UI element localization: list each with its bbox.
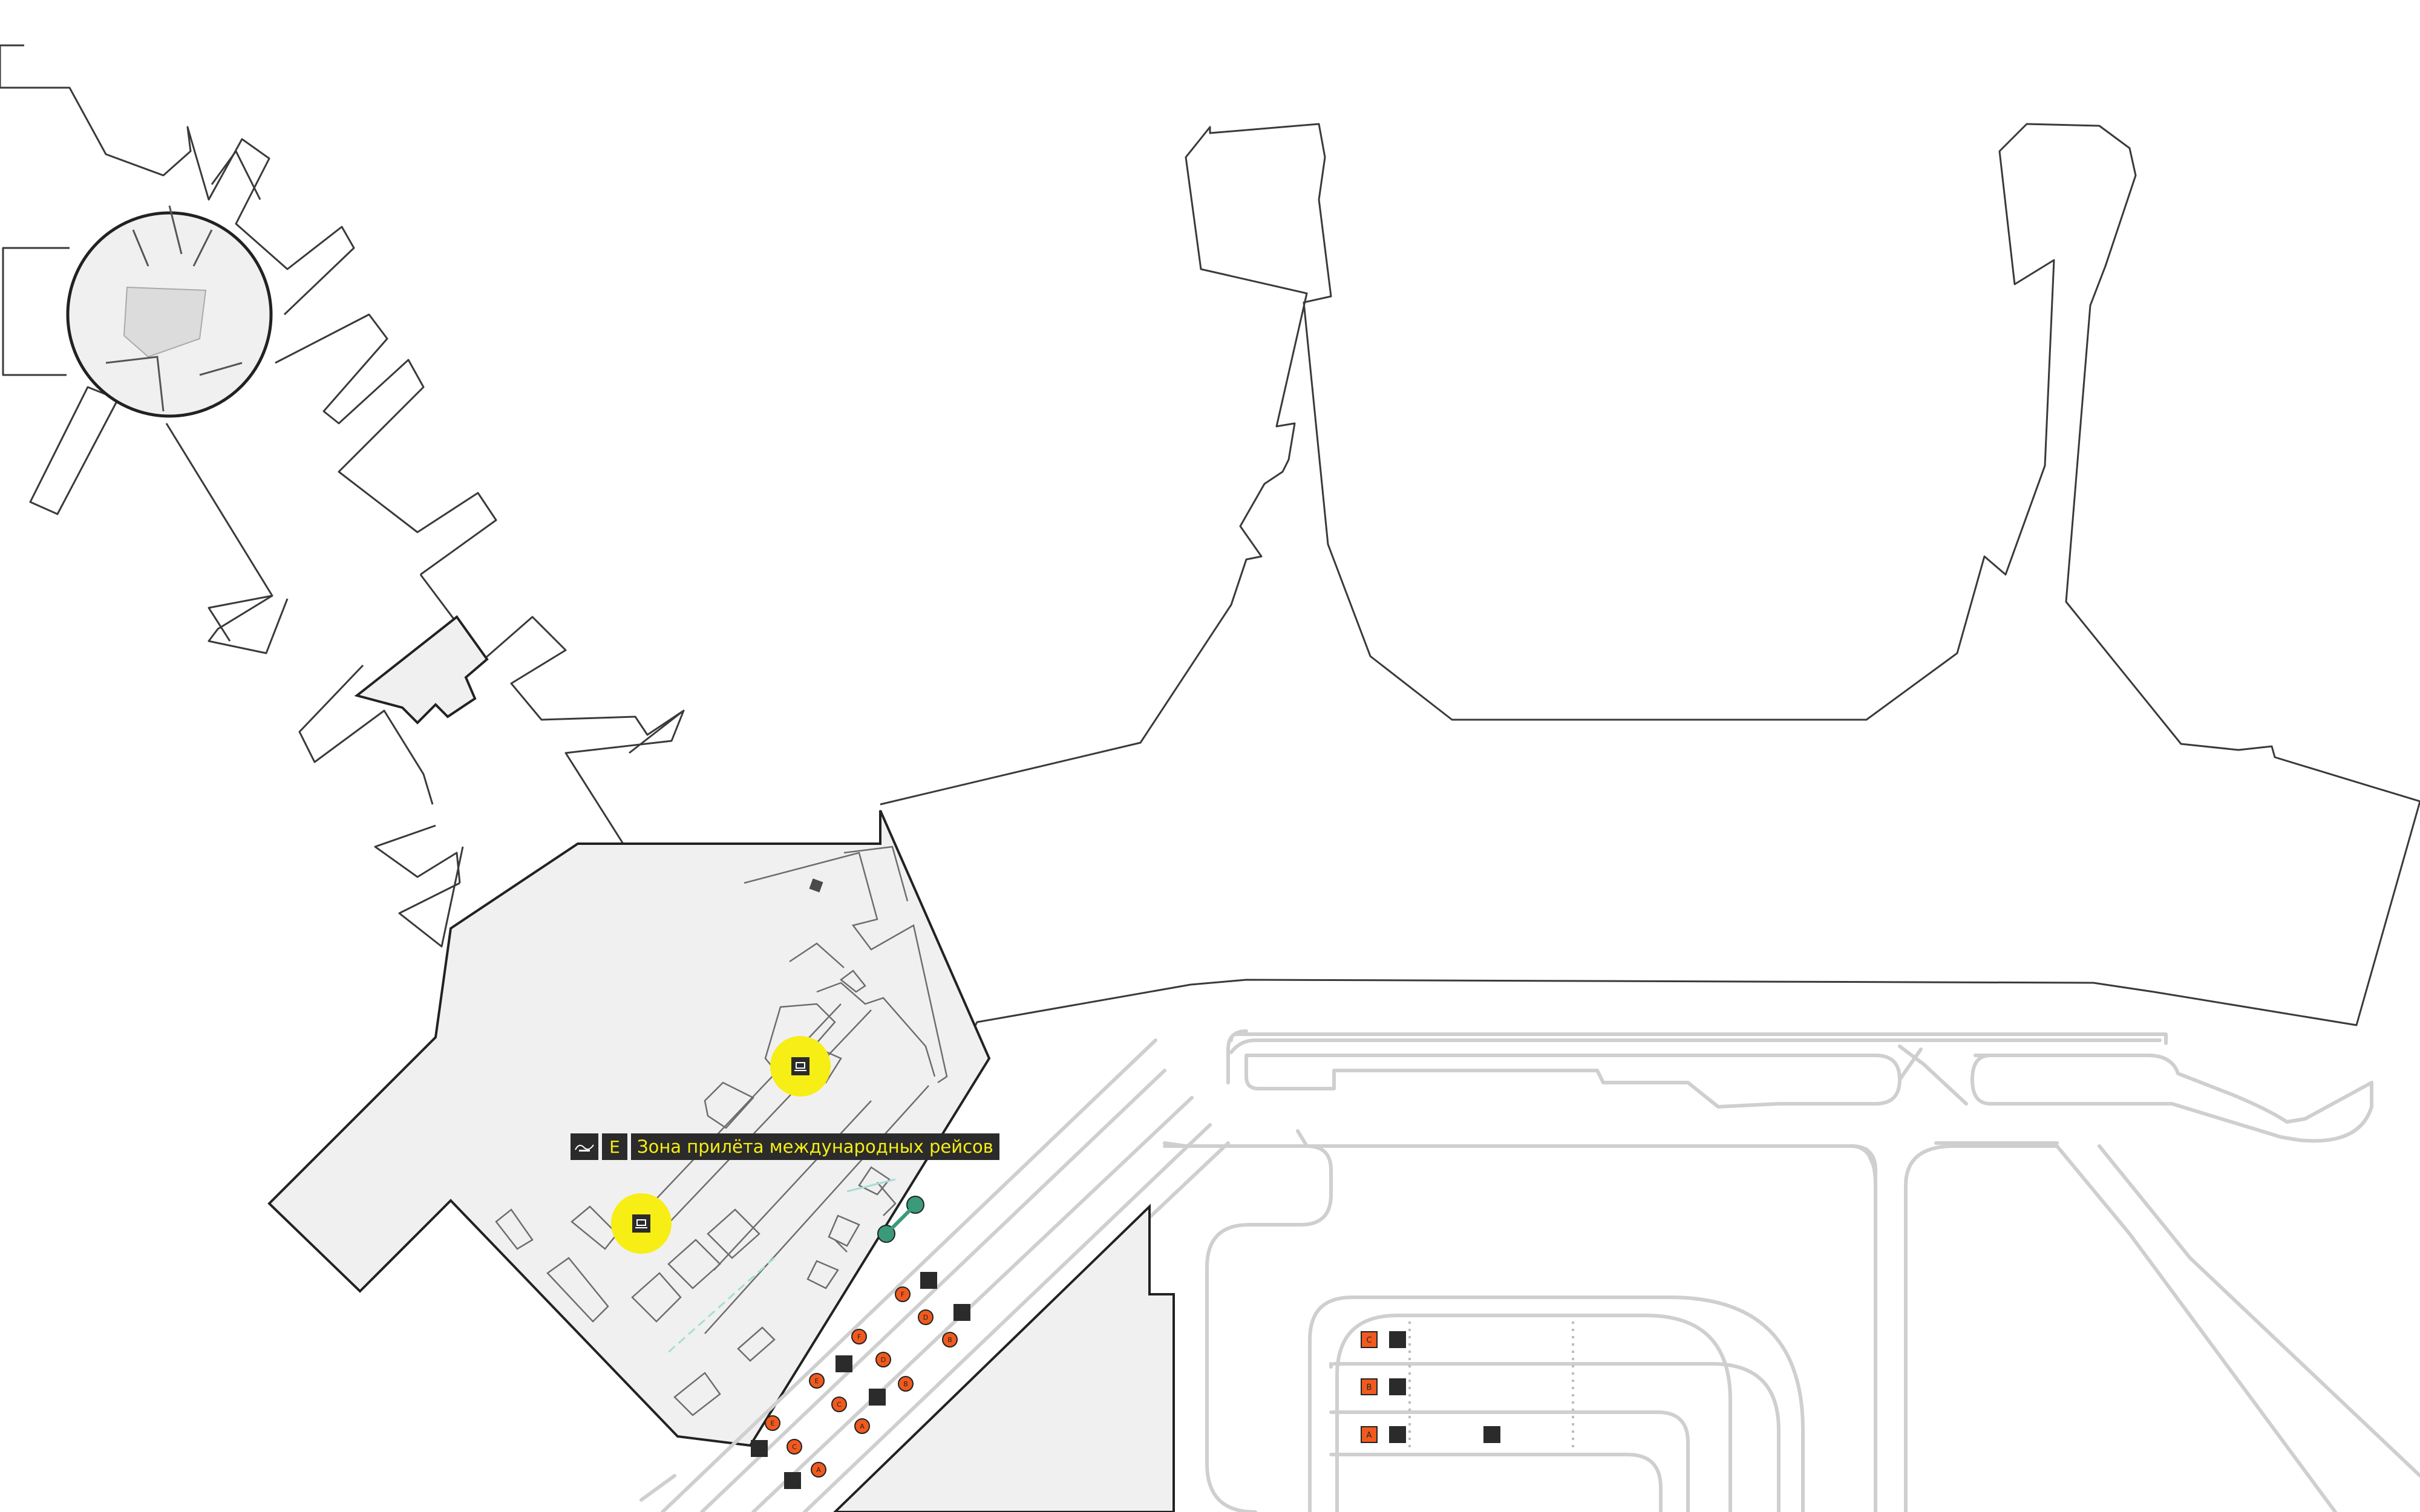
bus-stop-marker[interactable]: [898, 1376, 914, 1392]
zone-callout[interactable]: E Зона прилёта международных рейсов: [571, 1133, 999, 1160]
bus-stop-label: E: [771, 1419, 775, 1427]
terminal-building[interactable]: [267, 810, 991, 1447]
car-icon[interactable]: [1389, 1378, 1406, 1395]
roads: [639, 1029, 2420, 1512]
parking-row-marker[interactable]: [1361, 1378, 1378, 1395]
bus-stop-marker[interactable]: [854, 1418, 870, 1434]
parking-row-label: A: [1367, 1431, 1372, 1440]
aeroexpress-stop[interactable]: [877, 1196, 924, 1243]
baggage-claim-icon[interactable]: [791, 1057, 809, 1075]
bus-stop-label: B: [947, 1336, 952, 1344]
bus-stop-label: C: [792, 1443, 797, 1451]
curbside-markers: F F E E D D C C B B A A: [751, 1272, 970, 1489]
car-icon[interactable]: [1389, 1426, 1406, 1443]
bus-icon[interactable]: [920, 1272, 937, 1289]
bus-stop-marker[interactable]: [895, 1286, 911, 1302]
bus-stop-marker[interactable]: [942, 1332, 958, 1347]
bus-stop-marker[interactable]: [786, 1439, 802, 1455]
bus-stop-marker[interactable]: [918, 1309, 934, 1325]
satellite-rotunda: [66, 205, 273, 418]
airside-outline: [0, 44, 2420, 1035]
bus-icon[interactable]: [1483, 1426, 1500, 1443]
zone-letter: E: [602, 1133, 627, 1160]
baggage-claim-icon[interactable]: [632, 1214, 650, 1233]
baggage-belt-icon: [571, 1133, 598, 1160]
bus-icon[interactable]: [784, 1472, 801, 1489]
bus-stop-marker[interactable]: [875, 1352, 891, 1367]
bus-stop-marker[interactable]: [831, 1396, 847, 1412]
bus-stop-label: F: [901, 1291, 904, 1299]
parking-garage: [833, 1204, 1175, 1512]
bus-stop-marker[interactable]: [811, 1462, 826, 1478]
connector-building: [354, 615, 489, 725]
bus-icon[interactable]: [836, 1355, 852, 1372]
highlighted-baggage-claim[interactable]: [611, 1036, 831, 1254]
bus-stop-marker[interactable]: [765, 1415, 780, 1431]
bus-stop-label: A: [860, 1422, 865, 1430]
bus-stop-label: D: [923, 1314, 928, 1321]
parking-row-markers: C B A: [1361, 1331, 1500, 1443]
zone-label: Зона прилёта международных рейсов: [631, 1133, 999, 1160]
bus-stop-label: D: [881, 1356, 886, 1364]
bus-stop-label: F: [857, 1333, 861, 1341]
bus-stop-label: A: [816, 1466, 821, 1474]
parking-row-label: C: [1366, 1336, 1372, 1345]
bus-stop-label: C: [837, 1401, 842, 1409]
bus-stop-label: E: [815, 1377, 819, 1385]
bus-stop-label: B: [903, 1380, 908, 1388]
parking-row-label: B: [1367, 1383, 1372, 1392]
bus-stop-marker[interactable]: [809, 1373, 825, 1389]
bus-icon[interactable]: [751, 1440, 768, 1457]
bus-icon[interactable]: [953, 1304, 970, 1321]
bus-stop-marker[interactable]: [851, 1329, 867, 1344]
car-icon[interactable]: [1389, 1331, 1406, 1348]
parking-row-marker[interactable]: [1361, 1426, 1378, 1443]
parking-row-marker[interactable]: [1361, 1331, 1378, 1348]
bus-icon[interactable]: [869, 1389, 886, 1406]
